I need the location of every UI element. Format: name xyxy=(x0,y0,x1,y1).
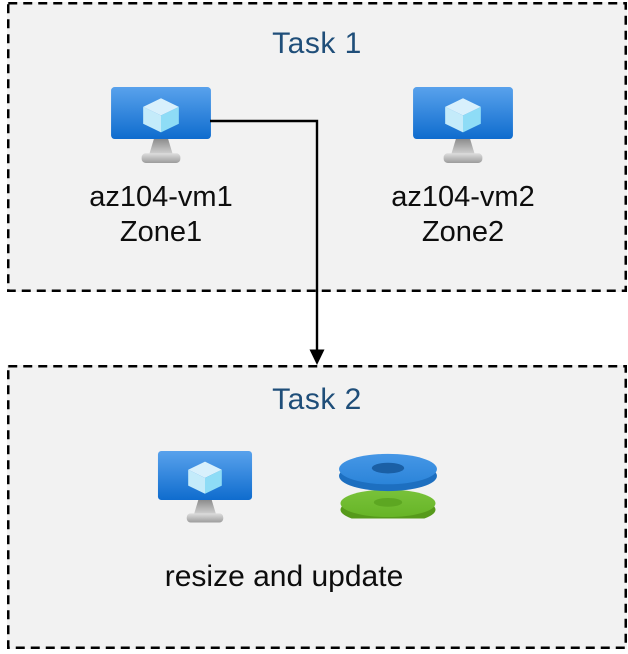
vm1-name-label: az104-vm1 xyxy=(89,180,233,213)
virtual-machine-icon xyxy=(110,86,212,166)
task2-title: Task 2 xyxy=(272,383,362,416)
task1-box: Task 1 az104-vm1 Zone1 az104-vm2 Zone2 xyxy=(7,2,627,292)
disks-icon xyxy=(337,448,439,519)
vm1-zone-label: Zone1 xyxy=(119,215,203,248)
task1-title: Task 1 xyxy=(272,27,362,60)
task2-box: Task 2 resize and update xyxy=(7,365,627,649)
vm2-group: az104-vm2 Zone2 xyxy=(373,86,553,250)
task2-caption: resize and update xyxy=(164,560,404,593)
vm2-zone-label: Zone2 xyxy=(421,215,505,248)
virtual-machine-icon xyxy=(412,86,514,166)
arrowhead-down-icon xyxy=(309,349,325,365)
virtual-machine-icon xyxy=(157,450,253,525)
vm2-name-label: az104-vm2 xyxy=(391,180,535,213)
vm1-group: az104-vm1 Zone1 xyxy=(71,86,251,250)
